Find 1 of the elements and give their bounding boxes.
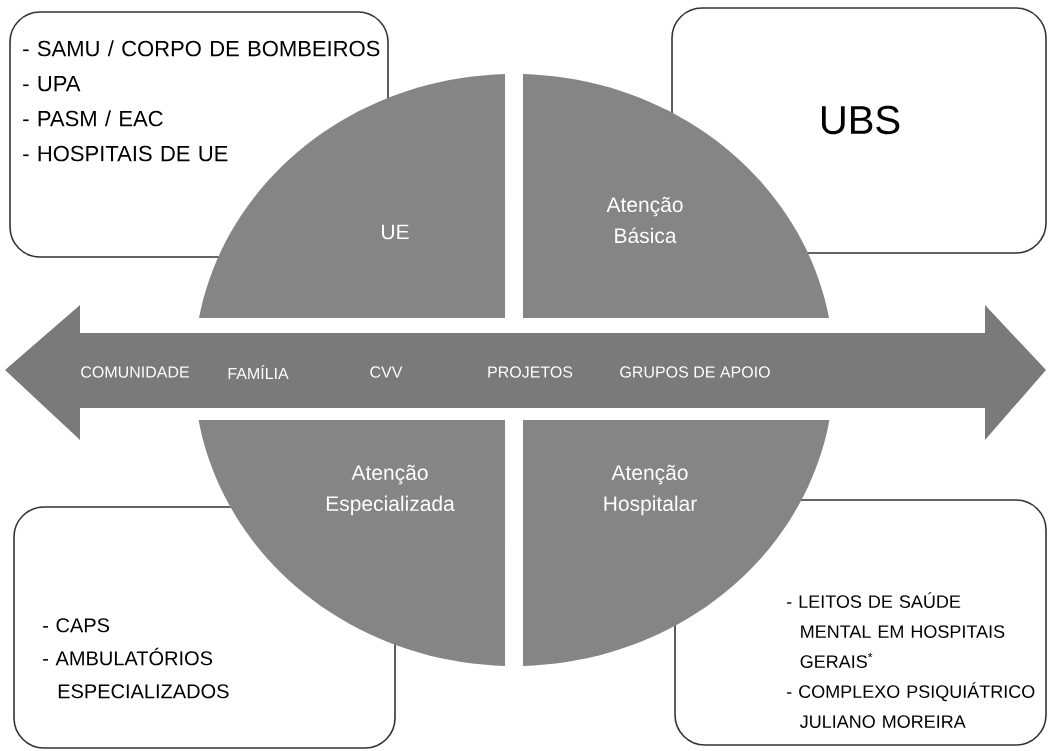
double-arrow-band: COMUNIDADE FAMÍLIA CVV PROJETOS GRUPOS DE APOIO xyxy=(5,305,1046,440)
